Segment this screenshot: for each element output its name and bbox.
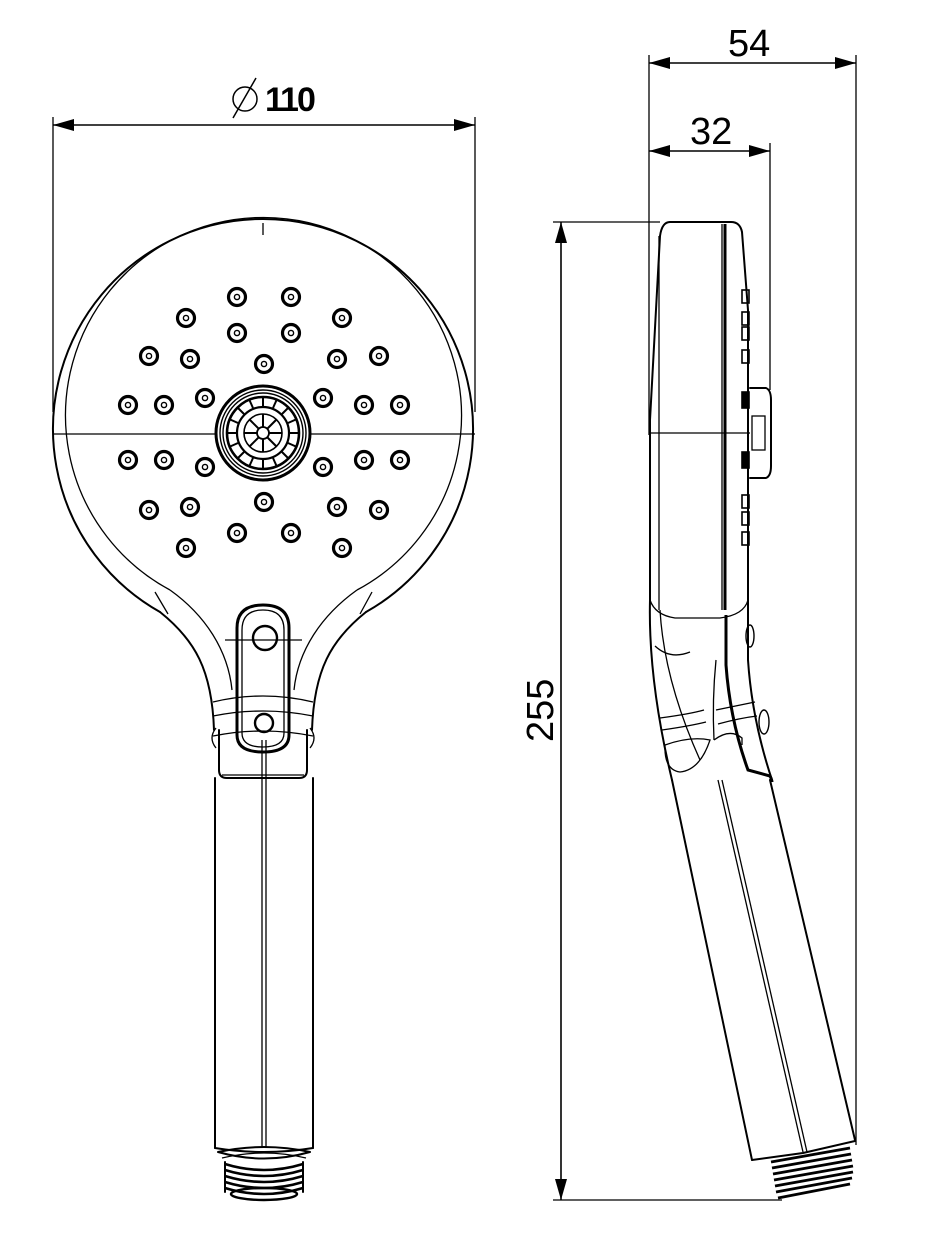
mode-button[interactable]: [225, 603, 302, 754]
side-view: 54 32 255: [520, 23, 857, 1201]
side-mode-button[interactable]: [749, 387, 772, 479]
shower-head-profile: [649, 221, 772, 619]
front-view: 110: [52, 77, 476, 1202]
length-255-dimension: 255: [520, 221, 782, 1201]
diameter-dimension: 110: [52, 77, 476, 412]
side-buttons: [741, 289, 750, 546]
depth-32-dimension: 32: [649, 111, 771, 390]
diameter-symbol-icon: [232, 77, 258, 119]
thread-connector-front: [217, 1146, 311, 1202]
depth-32-value: 32: [690, 111, 732, 153]
shower-head-face: [52, 216, 475, 779]
depth-54-value: 54: [728, 23, 770, 65]
handle-side: [671, 779, 856, 1161]
length-255-value: 255: [520, 679, 562, 742]
depth-54-dimension: 54: [648, 23, 857, 1145]
neck-profile: [648, 599, 774, 783]
diameter-value: 110: [265, 81, 315, 119]
center-nozzle: [214, 384, 312, 482]
handle-front: [214, 740, 314, 1153]
thread-connector-side: [770, 1146, 854, 1200]
